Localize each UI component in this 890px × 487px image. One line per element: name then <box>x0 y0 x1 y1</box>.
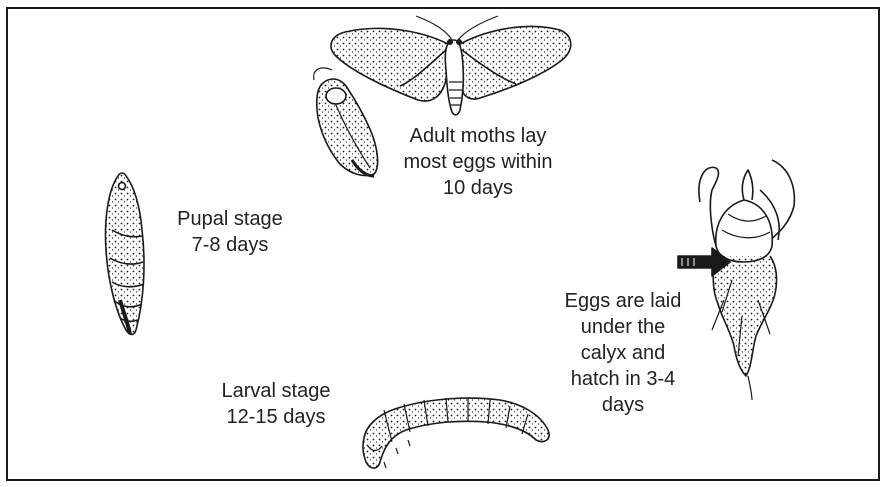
egg-stage-label: Eggs are laid under the calyx and hatch … <box>548 288 698 418</box>
adult-stage-label: Adult moths lay most eggs within 10 days <box>388 123 568 201</box>
egg-stage-line-1: Eggs are laid <box>548 288 698 314</box>
adult-stage-line-3: 10 days <box>388 175 568 201</box>
resting-moth-icon <box>314 68 378 176</box>
larval-stage-label: Larval stage 12-15 days <box>196 378 356 430</box>
larval-stage-line-1: Larval stage <box>196 378 356 404</box>
egg-stage-line-3: calyx and <box>548 340 698 366</box>
pupal-stage-line-2: 7-8 days <box>160 232 300 258</box>
egg-stage-line-2: under the <box>548 314 698 340</box>
adult-stage-line-1: Adult moths lay <box>388 123 568 149</box>
larva-icon <box>363 398 549 468</box>
adult-stage-line-2: most eggs within <box>388 149 568 175</box>
pupa-icon <box>106 173 145 335</box>
larval-stage-line-2: 12-15 days <box>196 404 356 430</box>
pupal-stage-line-1: Pupal stage <box>160 206 300 232</box>
egg-stage-line-5: days <box>548 392 698 418</box>
egg-stage-line-4: hatch in 3-4 <box>548 366 698 392</box>
pupal-stage-label: Pupal stage 7-8 days <box>160 206 300 258</box>
moth-icon <box>331 16 571 115</box>
